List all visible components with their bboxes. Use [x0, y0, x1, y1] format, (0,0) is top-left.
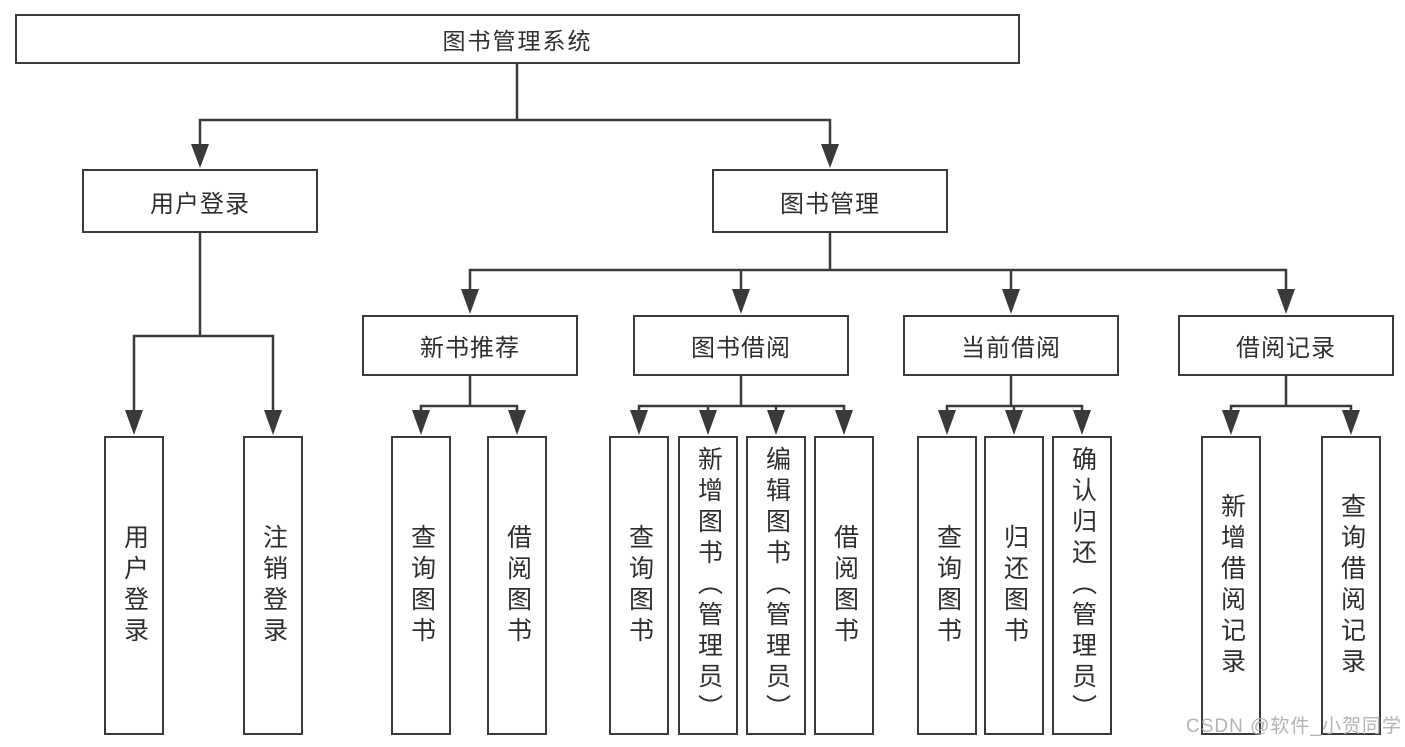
node-borrow-records: 借阅记录 [1178, 315, 1394, 376]
node-new-book-recommend: 新书推荐 [362, 315, 578, 376]
node-book-borrow: 图书借阅 [633, 315, 849, 376]
leaf-query-book-recommend: 查询图书 [391, 436, 451, 735]
node-root-book-management-system: 图书管理系统 [15, 14, 1020, 64]
leaf-query-book-borrow: 查询图书 [609, 436, 669, 735]
csdn-watermark: CSDN @软件_小贺同学 [1186, 716, 1402, 737]
node-book-management: 图书管理 [712, 169, 948, 233]
leaf-confirm-return-admin: 确认归还（管理员） [1052, 436, 1112, 735]
leaf-query-borrow-record: 查询借阅记录 [1321, 436, 1381, 735]
leaf-return-book: 归还图书 [984, 436, 1044, 735]
leaf-logout: 注销登录 [243, 436, 303, 735]
leaf-edit-book-admin: 编辑图书（管理员） [746, 436, 806, 735]
leaf-borrow-book-recommend: 借阅图书 [487, 436, 547, 735]
leaf-query-book-current: 查询图书 [917, 436, 977, 735]
node-current-borrow: 当前借阅 [903, 315, 1119, 376]
arrowheads [125, 144, 1360, 435]
node-user-login: 用户登录 [82, 169, 318, 233]
leaf-add-book-admin: 新增图书（管理员） [678, 436, 738, 735]
leaf-user-login: 用户登录 [104, 436, 164, 735]
leaf-add-borrow-record: 新增借阅记录 [1201, 436, 1261, 735]
leaf-borrow-book: 借阅图书 [814, 436, 874, 735]
